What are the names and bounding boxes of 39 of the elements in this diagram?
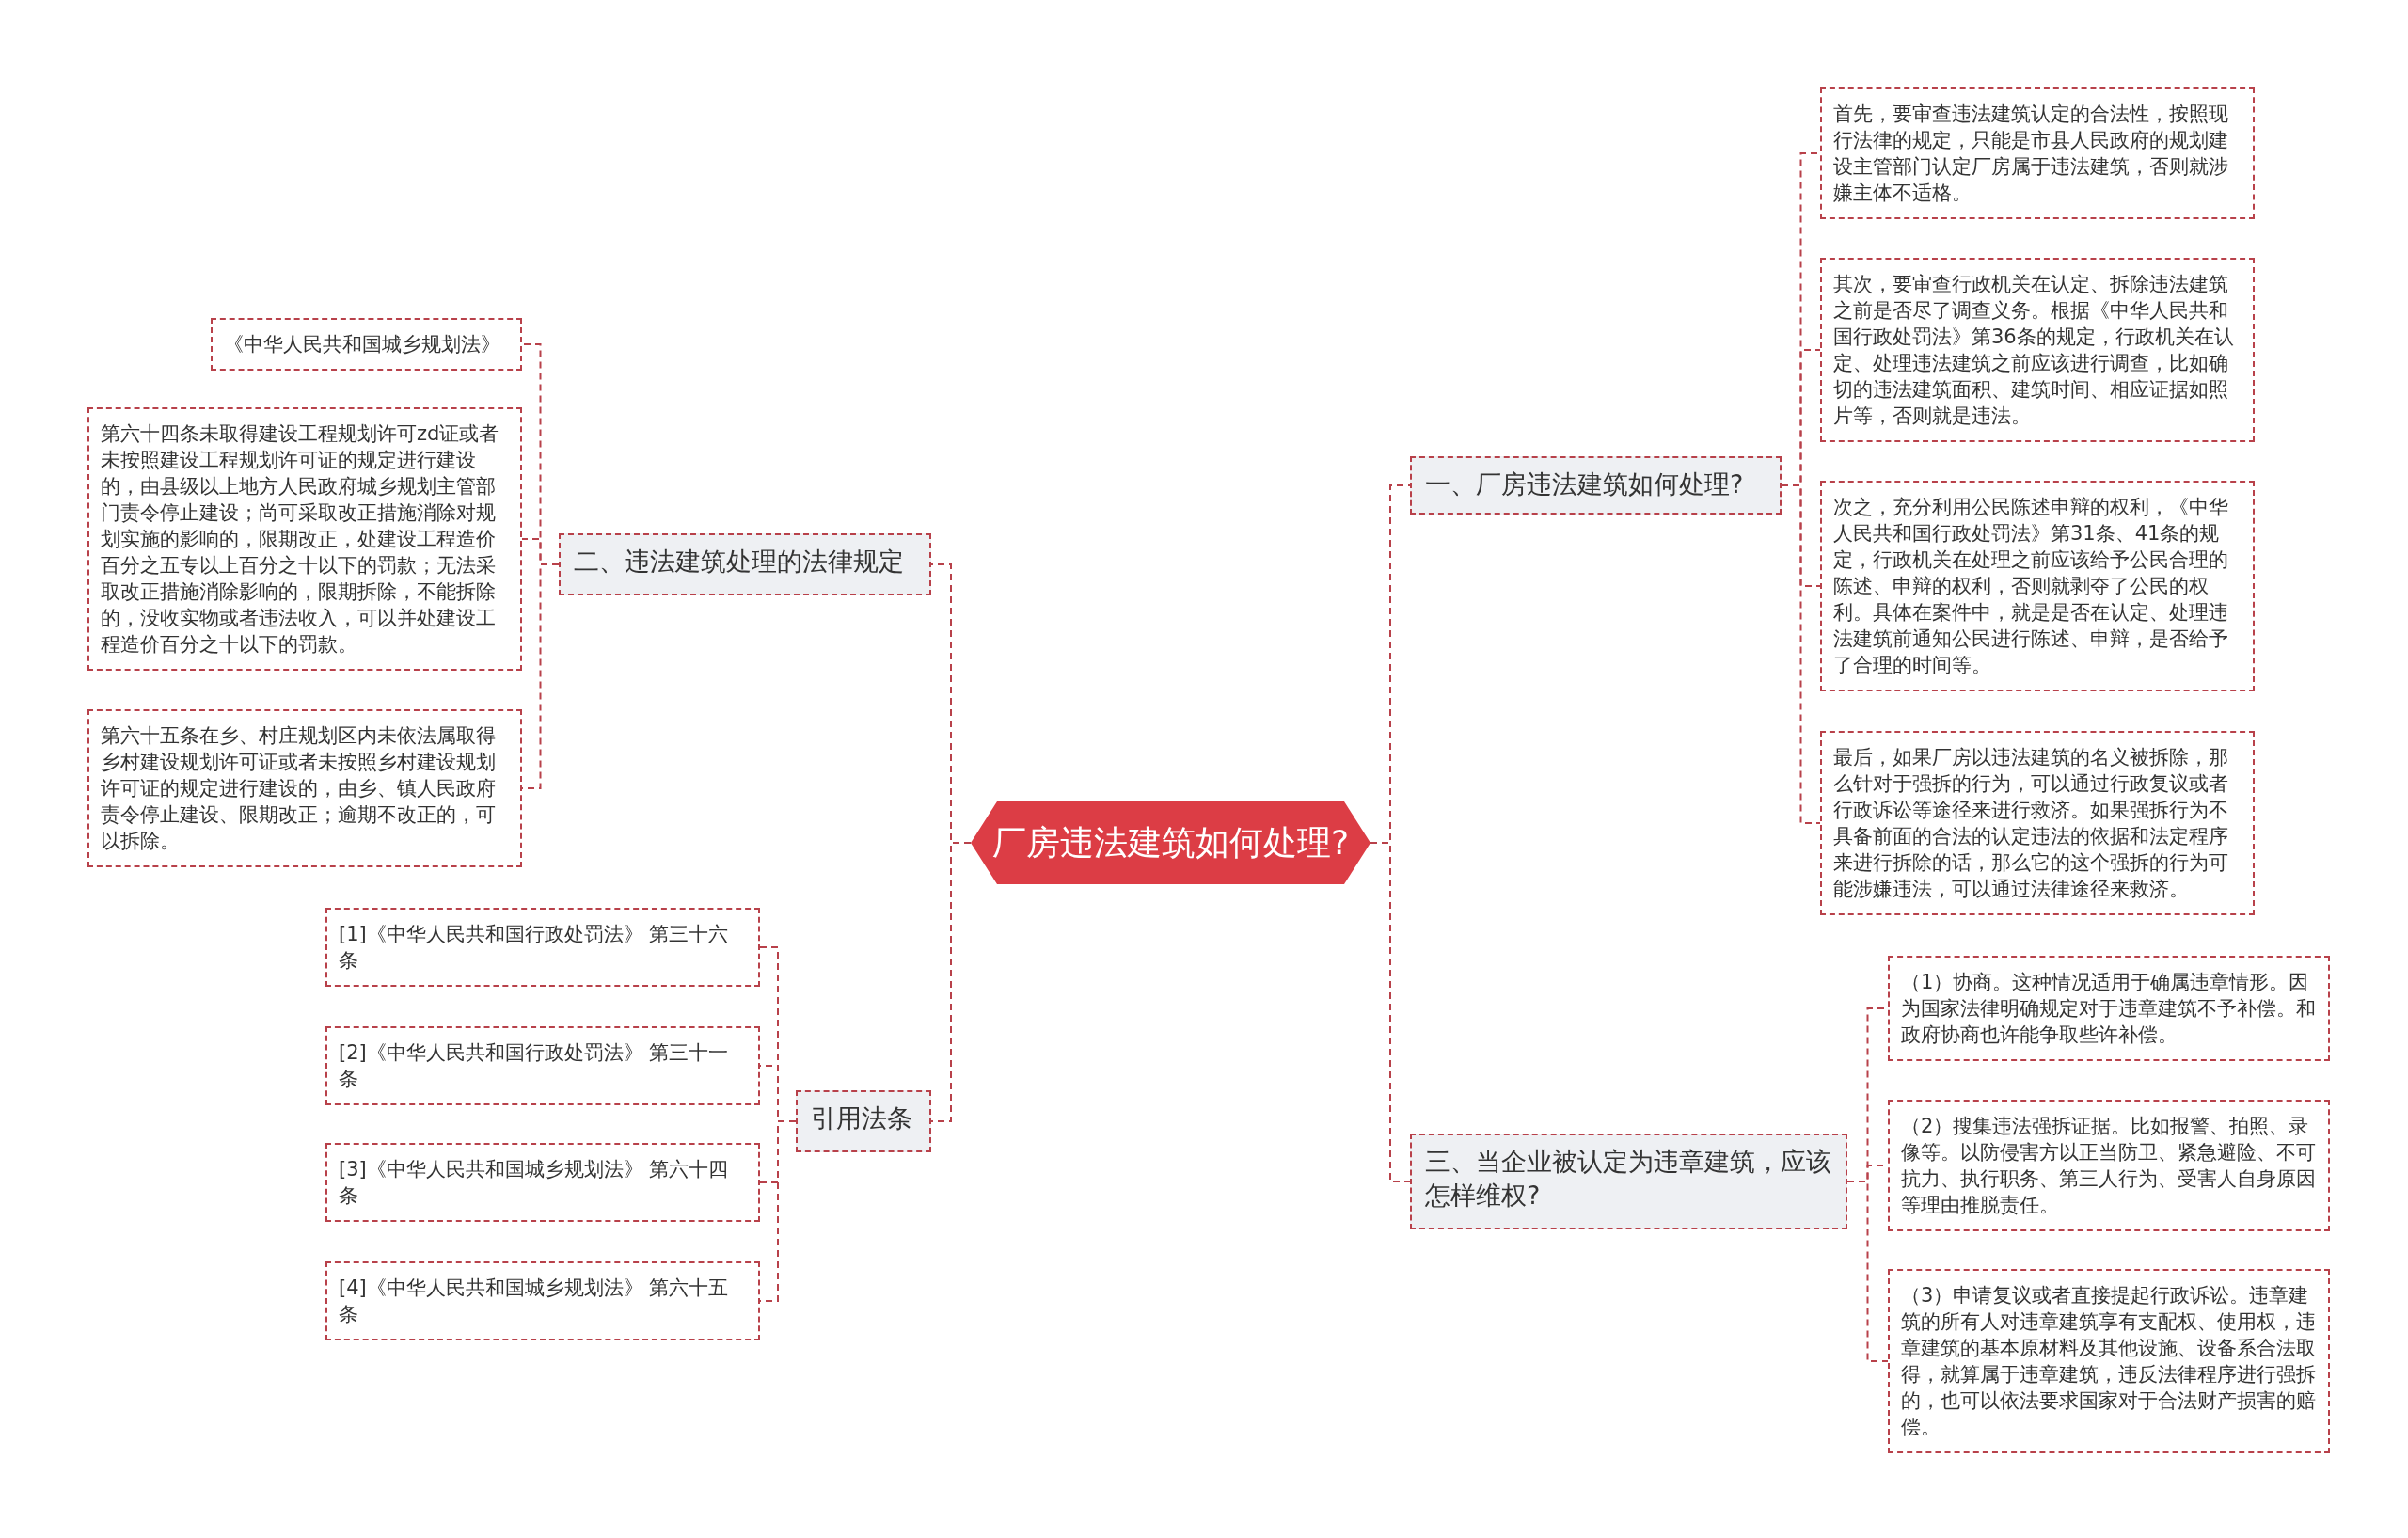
note-box [325,1143,760,1222]
node-text: 其次，要审查行政机关在认定、拆除违法建筑之前是否尽了调查义务。根据《中华人民共和国行政处罚法》第36条的规定，行政机关在认定、处理违法建筑之前应该进行调查，比如确切的违法建筑面积、建筑时间、相应证据如照片等，否则就是违法。 [1833,272,2235,429]
topic-box [1410,1134,1847,1229]
note-box [1888,1269,2330,1453]
note-box [325,1261,760,1340]
node-text: 二、违法建筑处理的法律规定 [574,546,905,578]
note-box [1820,481,2255,691]
node-text: [3]《中华人民共和国城乡规划法》 第六十四条 [339,1157,730,1209]
topic-box [559,533,931,595]
note-box [1820,87,2255,219]
note-box [1888,956,2330,1061]
node-text: 最后，如果厂房以违法建筑的名义被拆除，那么针对于强拆的行为，可以通过行政复议或者行政诉讼等途径来进行救济。如果强拆行为不具备前面的合法的认定违法的依据和法定程序来进行拆除的话，那么它的这个强拆的行为可能涉嫌违法，可以通过法律途径来救济。 [1833,745,2229,902]
topic-box [1410,456,1782,515]
node-text: 首先，要审查违法建筑认定的合法性，按照现行法律的规定，只能是市县人民政府的规划建设主管部门认定厂房属于违法建筑，否则就涉嫌主体不适格。 [1833,102,2229,206]
node-text: 第六十五条在乡、村庄规划区内未依法属取得乡村建设规划许可证或者未按照乡村建设规划许可证的规定进行建设的，由乡、镇人民政府责令停止建设、限期改正；逾期不改正的，可以拆除。 [101,723,497,854]
node-text: 引用法条 [811,1102,913,1134]
node-text: （1）协商。这种情况适用于确属违章情形。因为国家法律明确规定对于违章建筑不予补偿。和政府协商也许能争取些许补偿。 [1901,970,2317,1048]
note-box [1820,731,2255,915]
topic-box [796,1090,931,1152]
node-text: 三、当企业被认定为违章建筑，应该怎样维权? [1425,1146,1832,1212]
node-text: [1]《中华人民共和国行政处罚法》 第三十六条 [339,922,730,974]
note-box [87,709,522,867]
note-box [1888,1100,2330,1231]
note-box [325,1026,760,1105]
node-text: 厂房违法建筑如何处理? [991,821,1350,864]
node-text: 一、厂房违法建筑如何处理? [1425,468,1745,500]
note-box [1820,258,2255,442]
node-text: （2）搜集违法强拆证据。比如报警、拍照、录像等。以防侵害方以正当防卫、紧急避险、不可抗力、执行职务、第三人行为、受害人自身原因等理由推脱责任。 [1901,1114,2317,1218]
connector [1846,1181,1889,1362]
node-text: （3）申请复议或者直接提起行政诉讼。违章建筑的所有人对违章建筑享有支配权、使用权，违章建筑的基本原材料及其他设施、设备系合法取得，就算属于违章建筑，违反法律程序进行强拆的，也可以依法要求国家对于合法财产损害的赔偿。 [1901,1283,2317,1440]
node-text: 次之，充分利用公民陈述申辩的权利，《中华人民共和国行政处罚法》第31条、41条的规定，行政机关在处理之前应该给予公民合理的陈述、申辩的权利，否则就剥夺了公民的权利。具体在案件中，就是是否在认定、处理违法建筑前通知公民进行陈述、申辩，是否给予了合理的时间等。 [1833,495,2229,678]
note-box [211,318,522,371]
node-text: [4]《中华人民共和国城乡规划法》 第六十五条 [339,1276,730,1327]
topic-hexagon [971,801,1370,884]
note-box [87,407,522,671]
node-text: 第六十四条未取得建设工程规划许可zd证或者未按照建设工程规划许可证的规定进行建设的，由县级以上地方人民政府城乡规划主管部门责令停止建设；尚可采取改正措施消除对规划实施的影响的，限期改正，处建设工程造价百分之五专以上百分之十以下的罚款；无法采取改正措施消除影响的，限期拆除，不能拆除的，没收实物或者违法收入，可以并处建设工程造价百分之十以下的罚款。 [101,421,500,658]
node-text: [2]《中华人民共和国行政处罚法》 第三十一条 [339,1040,730,1092]
note-box [325,908,760,987]
node-text: 《中华人民共和国城乡规划法》 [224,332,501,357]
